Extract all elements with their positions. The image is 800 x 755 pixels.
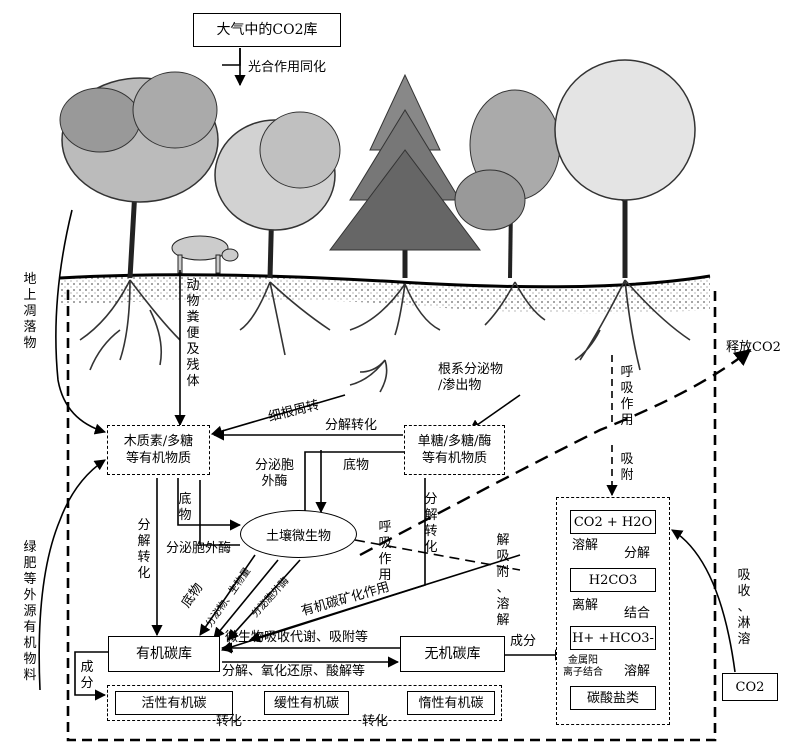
slow-c-label: 缓性有机碳	[273, 695, 339, 711]
microbe-ellipse: 土壤微生物	[240, 510, 357, 558]
carbonate-box: 碳酸盐类	[570, 686, 656, 710]
co2-right-label: CO2	[735, 679, 765, 695]
secrete-enzyme-label: 分泌胞 外酶	[255, 458, 295, 489]
conifer-tree	[329, 73, 481, 278]
transform-2-label: 转化	[362, 714, 389, 729]
ions-box: H+ +HCO3-	[570, 626, 656, 650]
h2co3-label: H2CO3	[588, 572, 638, 588]
release-co2-label: 释放CO2	[726, 340, 781, 355]
atm-co2-box: 大气中的CO2库	[193, 13, 341, 47]
desorb-dissolve-label: 解吸附、溶解	[496, 533, 510, 628]
metal-ion-label: 金属阳 离子结合	[563, 655, 603, 678]
cow-figure	[171, 235, 239, 274]
combine-label: 结合	[624, 606, 651, 621]
co2-h2o-box: CO2 + H2O	[570, 510, 656, 534]
respiration-mid-label: 呼吸作用	[378, 520, 392, 583]
inert-c-box: 惰性有机碳	[407, 691, 495, 715]
co2-right-box: CO2	[722, 673, 778, 701]
microbe-absorb-label: 微生物吸收代谢、吸附等	[225, 630, 369, 645]
secrete-enzyme-left-label: 分泌胞外酶	[166, 541, 232, 556]
co2-h2o-label: CO2 + H2O	[573, 514, 653, 530]
photosynthesis-label: 光合作用同化	[248, 60, 327, 75]
adsorb-label: 吸附	[620, 452, 634, 483]
root-exudate-label: 根系分泌物 /渗出物	[438, 362, 504, 393]
roots	[79, 279, 691, 393]
tree-4	[454, 89, 561, 279]
decompose-right-label: 分解转化	[424, 492, 438, 555]
decompose-1-label: 分解	[624, 546, 651, 561]
manure-label: 动物粪便及残体	[186, 278, 200, 389]
litter-label: 地上凋落物	[23, 272, 37, 351]
organic-c-box: 有机碳库	[108, 636, 220, 672]
sugar-box: 单糖/多糖/酶 等有机物质	[404, 425, 505, 475]
slow-c-box: 缓性有机碳	[264, 691, 349, 715]
transform-1-label: 转化	[216, 714, 243, 729]
component-right-label: 成分	[510, 634, 537, 649]
inorganic-c-box: 无机碳库	[400, 636, 505, 672]
ions-label: H+ +HCO3-	[572, 630, 654, 646]
component-left-label: 成分	[80, 660, 94, 691]
atm-co2-label: 大气中的CO2库	[216, 21, 318, 38]
tree-5	[554, 59, 696, 278]
sugar-label: 单糖/多糖/酶 等有机物质	[417, 434, 492, 466]
lignin-label: 木质素/多糖 等有机物质	[123, 434, 194, 466]
carbonate-label: 碳酸盐类	[586, 690, 639, 706]
green-manure-label: 绿肥等外源有机物料	[23, 540, 37, 683]
respiration-top-label: 呼吸作用	[620, 365, 634, 428]
active-c-box: 活性有机碳	[115, 691, 233, 715]
active-c-label: 活性有机碳	[141, 695, 207, 711]
tree-1	[59, 71, 219, 279]
decompose-left-label: 分解转化	[137, 518, 151, 581]
substrate-left-label: 底物	[178, 492, 192, 523]
microbe-label: 土壤微生物	[265, 528, 331, 544]
inorganic-c-label: 无机碳库	[424, 645, 481, 662]
absorb-leach-label: 吸收、淋溶	[737, 568, 751, 647]
lignin-box: 木质素/多糖 等有机物质	[107, 425, 210, 475]
h2co3-box: H2CO3	[570, 568, 656, 592]
organic-c-label: 有机碳库	[136, 645, 192, 662]
inert-c-label: 惰性有机碳	[418, 695, 484, 711]
dissolve-1-label: 溶解	[572, 538, 599, 553]
dissolve-2-label: 溶解	[624, 664, 651, 679]
substrate-mid-label: 底物	[343, 458, 370, 473]
decompose-top-label: 分解转化	[325, 418, 378, 433]
tree-2	[214, 111, 341, 279]
ionize-label: 离解	[572, 598, 599, 613]
decompose-redox-label: 分解、氧化还原、酸解等	[222, 664, 366, 679]
